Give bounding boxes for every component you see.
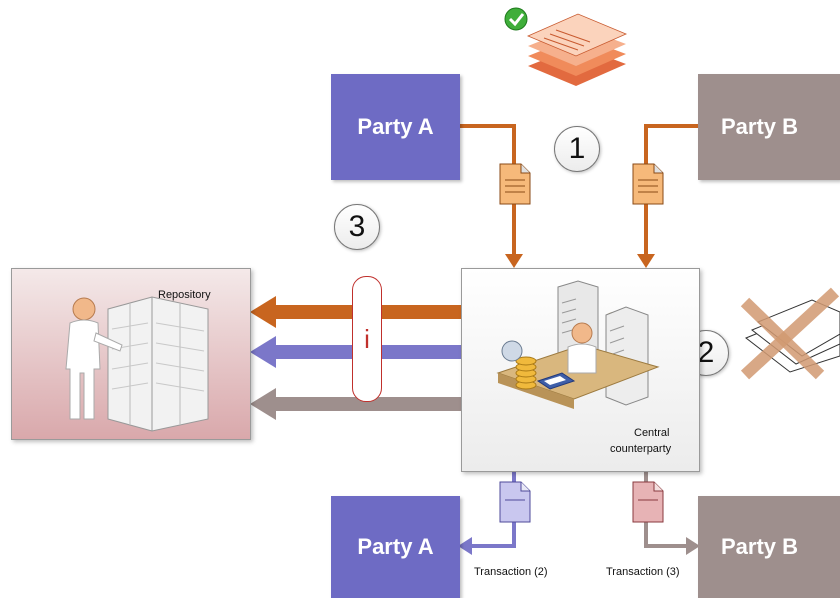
ccp-label-line1: Central [634,427,670,439]
crossed-documents-icon [740,287,840,380]
arrowhead-party-b-to-ccp [637,254,655,268]
step-3-circle: 3 [334,204,380,250]
transaction-3-label: Transaction (3) [606,566,680,578]
party-b-top[interactable]: Party B [698,74,840,180]
repository-label: Repository [158,289,211,301]
step-3-label: 3 [348,210,366,243]
document-icon-pink [632,481,664,523]
arrow-taupe-to-repository [250,388,462,420]
party-b-top-label: Party B [721,114,799,139]
document-stack-icon [526,13,628,86]
arrowhead-party-a-to-ccp [505,254,523,268]
archivist-figure-icon [65,296,209,432]
server-icon [605,306,649,406]
arrowhead-to-party-b-bottom [686,537,700,555]
step-1-label: 1 [568,132,586,165]
clerk-figure-icon [496,280,660,409]
document-icon-purple [499,481,531,523]
party-a-bottom[interactable]: Party A [331,496,460,598]
connector-party-b-to-ccp [644,124,698,256]
info-marker[interactable]: i [352,276,382,402]
party-a-top[interactable]: Party A [331,74,460,180]
party-a-bottom-label: Party A [357,534,434,559]
party-b-bottom-label: Party B [721,534,799,559]
document-icon-b-top [632,163,664,205]
calculator-icon [536,372,576,390]
ccp-label-line2: counterparty [610,443,672,455]
arrowhead-to-party-a-bottom [458,537,472,555]
step-2-label: 2 [697,336,715,369]
info-label: i [364,323,370,354]
step-1-circle: 1 [554,126,600,172]
document-icon-a-top [499,163,531,205]
party-b-bottom[interactable]: Party B [698,496,840,598]
central-counterparty-box[interactable]: Central counterparty [461,268,700,472]
coins-icon [515,356,537,390]
checkmark-icon [504,7,528,31]
transaction-2-label: Transaction (2) [474,566,548,578]
party-a-top-label: Party A [357,114,434,139]
repository-box[interactable]: Repository [11,268,251,440]
connector-party-a-to-ccp [460,124,516,256]
file-cabinets-icon [107,296,209,432]
